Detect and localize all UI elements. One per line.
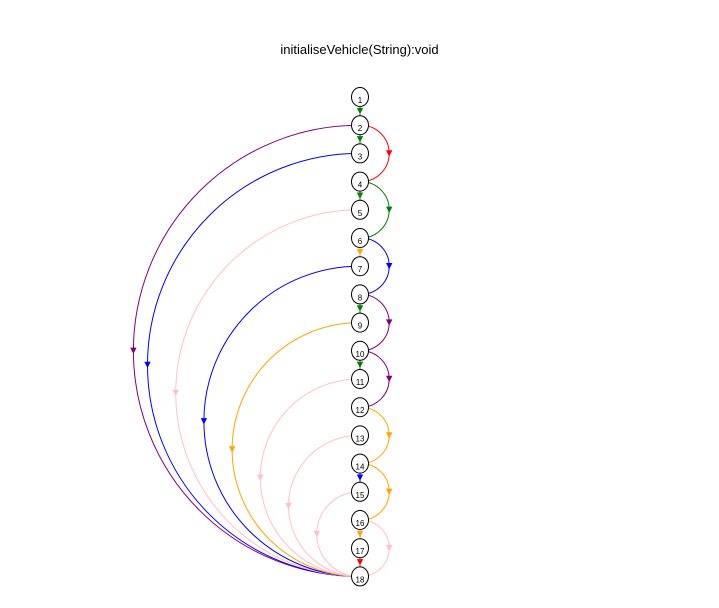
node-12: 12 — [351, 397, 369, 418]
node-circle — [351, 256, 369, 277]
node-11: 11 — [351, 369, 369, 389]
node-3: 3 — [351, 143, 369, 164]
node-17: 17 — [351, 538, 369, 559]
node-4: 4 — [351, 171, 369, 192]
node-label: 15 — [356, 491, 365, 500]
edge-arrow-10-12 — [386, 375, 393, 383]
node-label: 12 — [356, 406, 365, 415]
edge-15-18 — [316, 491, 360, 577]
node-circle — [351, 481, 369, 502]
node-label: 11 — [356, 378, 365, 387]
node-circle — [351, 143, 369, 164]
node-14: 14 — [351, 453, 369, 474]
edge-5-18 — [175, 209, 360, 577]
edge-arrow-2-3 — [356, 136, 364, 143]
node-18: 18 — [351, 566, 369, 587]
edge-11-18 — [259, 378, 360, 577]
node-1: 1 — [351, 87, 369, 107]
edge-3-18 — [147, 152, 360, 577]
node-circle — [351, 199, 369, 220]
node-circle — [351, 369, 369, 389]
edges-layer — [130, 106, 393, 577]
node-circle — [351, 340, 369, 361]
edge-arrow-6-7 — [356, 248, 364, 256]
node-label: 4 — [358, 181, 363, 190]
node-circle — [351, 538, 369, 559]
edge-arrow-2-18 — [130, 347, 137, 354]
node-label: 10 — [356, 350, 365, 359]
edge-arrow-11-18 — [257, 474, 264, 481]
graph-title: initialiseVehicle(String):void — [280, 42, 439, 57]
edge-arrow-8-9 — [356, 305, 364, 312]
edge-arrow-4-6 — [386, 206, 393, 213]
edge-arrow-13-18 — [285, 502, 292, 510]
node-label: 1 — [358, 96, 363, 105]
edge-arrow-17-18 — [356, 559, 364, 566]
edge-arrow-6-8 — [386, 263, 393, 270]
node-9: 9 — [351, 312, 369, 333]
node-7: 7 — [351, 256, 369, 277]
edge-arrow-12-14 — [386, 432, 393, 439]
node-label: 8 — [358, 293, 363, 302]
node-13: 13 — [351, 425, 369, 446]
edge-arrow-16-17 — [356, 530, 364, 538]
node-6: 6 — [351, 228, 369, 248]
edge-arrow-4-5 — [356, 192, 364, 199]
node-label: 13 — [356, 434, 365, 443]
node-circle — [351, 87, 369, 107]
node-label: 14 — [356, 463, 365, 472]
node-circle — [351, 312, 369, 333]
edge-arrow-16-18 — [386, 545, 393, 552]
edge-arrow-2-4 — [386, 150, 393, 157]
edge-arrow-14-16 — [386, 488, 393, 495]
node-2: 2 — [351, 115, 369, 136]
node-label: 7 — [358, 265, 363, 274]
node-5: 5 — [351, 199, 369, 220]
node-16: 16 — [351, 510, 369, 530]
edge-9-18 — [231, 322, 360, 577]
node-circle — [351, 453, 369, 474]
edge-arrow-3-18 — [144, 361, 151, 369]
node-15: 15 — [351, 481, 369, 502]
node-circle — [351, 228, 369, 248]
node-circle — [351, 397, 369, 418]
node-circle — [351, 284, 369, 305]
node-8: 8 — [351, 284, 369, 305]
edge-arrow-1-2 — [356, 107, 364, 115]
edge-arrow-10-11 — [356, 361, 364, 369]
edge-arrow-15-18 — [313, 530, 320, 538]
edge-arrow-5-18 — [172, 389, 179, 397]
edge-arrow-7-18 — [200, 418, 208, 425]
edge-13-18 — [288, 434, 360, 577]
node-label: 5 — [358, 209, 363, 218]
edge-arrow-14-15 — [356, 474, 364, 481]
node-circle — [351, 425, 369, 446]
node-label: 9 — [358, 322, 363, 331]
edge-arrow-8-10 — [386, 319, 393, 326]
node-circle — [351, 115, 369, 136]
node-circle — [351, 566, 369, 587]
node-circle — [351, 171, 369, 192]
node-label: 17 — [356, 547, 365, 556]
edge-arrow-9-18 — [228, 446, 236, 453]
node-circle — [351, 510, 369, 530]
node-label: 3 — [358, 152, 363, 161]
node-label: 16 — [356, 519, 365, 528]
node-label: 2 — [358, 124, 363, 133]
node-label: 18 — [356, 575, 365, 584]
node-label: 6 — [358, 237, 363, 246]
node-10: 10 — [351, 340, 369, 361]
